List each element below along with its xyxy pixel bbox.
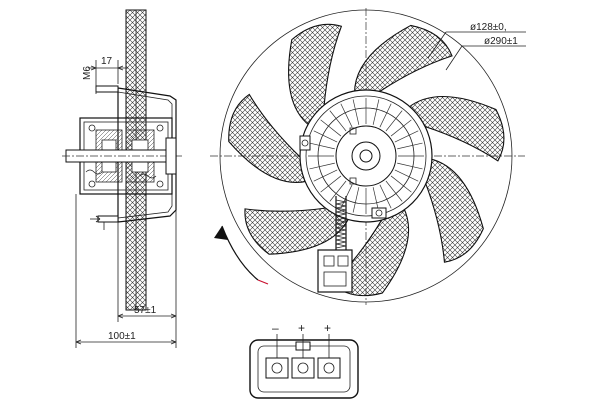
side-mounting-stud: [95, 85, 119, 93]
cable-assembly: [317, 196, 353, 293]
pin-3-polarity: +: [324, 321, 331, 335]
fan-blade: [228, 93, 308, 183]
hub-rib: [379, 103, 392, 128]
outer-diameter-label: ø290±1: [484, 36, 518, 47]
fan-blade: [407, 95, 505, 162]
hub-rib: [379, 184, 392, 209]
thread-size-label: M6: [82, 66, 93, 80]
front-view: ø128±0, ø290±1: [210, 8, 526, 305]
stud-length-label: 17: [101, 56, 113, 67]
hub-rib: [309, 162, 335, 170]
hub-rib: [385, 110, 403, 132]
fan-hub: [299, 89, 433, 223]
fan-outer-circle: [219, 9, 513, 303]
fan-blades: [228, 23, 505, 297]
hub-rib: [320, 175, 342, 193]
hub-rib: [397, 162, 423, 170]
overall-depth-label: 100±1: [108, 331, 136, 342]
fan-blade: [244, 207, 350, 255]
hub-rib: [385, 180, 403, 202]
motor-depth-label: 57±1: [134, 305, 157, 316]
hub-rib: [313, 169, 338, 182]
hub-rib: [313, 130, 338, 143]
side-view: M6 17 57±1 100±1: [62, 9, 184, 348]
hub-rib: [390, 175, 412, 193]
hub-rib: [372, 99, 380, 125]
hub-rib: [394, 169, 419, 182]
hub-rib: [340, 103, 353, 128]
hub-rib: [352, 187, 360, 213]
hub-rib: [390, 119, 412, 137]
connector-detail: – + +: [249, 321, 359, 399]
hub-rib: [329, 110, 347, 132]
hub-rib: [329, 180, 347, 202]
hub-rib: [309, 142, 335, 150]
pin-1-polarity: –: [272, 321, 279, 335]
fan-blade: [288, 23, 343, 127]
hub-rib: [397, 142, 423, 150]
fan-blade: [353, 24, 453, 94]
fan-blade: [424, 158, 484, 263]
inner-diameter-label: ø128±0,: [470, 22, 507, 33]
pin-2-polarity: +: [298, 321, 305, 335]
hub-rib: [352, 99, 360, 125]
hub-rib: [320, 119, 342, 137]
hub-rib: [394, 130, 419, 143]
